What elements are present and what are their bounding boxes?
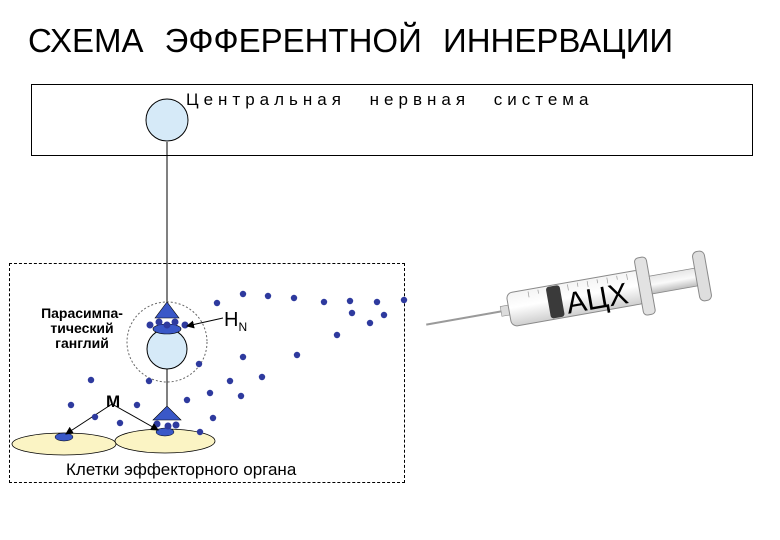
n-receptor-label: НN <box>224 309 248 334</box>
effector-terminal <box>152 405 182 421</box>
m-receptor-left <box>54 432 74 442</box>
presynaptic-terminal <box>154 301 180 319</box>
m-receptor-label: М <box>106 392 121 411</box>
ganglion-label: Парасимпа- тический ганглий <box>41 305 123 351</box>
ach-dots <box>67 290 408 436</box>
m-arrow-left <box>65 403 113 435</box>
hn-arrow <box>186 317 224 329</box>
n-receptor-subscript: N <box>238 320 248 334</box>
cns-neuron-body <box>145 98 189 142</box>
m-receptor-right <box>155 427 175 437</box>
m-arrow-right <box>111 403 159 431</box>
effector-label: Клетки эффекторного органа <box>66 460 297 479</box>
cns-box <box>31 84 753 156</box>
cns-label: Центральная нервная система <box>186 90 594 109</box>
ganglion-neuron-body <box>146 328 188 370</box>
diagram-title: СХЕМА ЭФФЕРЕНТНОЙ ИННЕРВАЦИИ <box>28 22 674 59</box>
peripheral-box <box>9 263 405 483</box>
syringe <box>426 250 712 327</box>
